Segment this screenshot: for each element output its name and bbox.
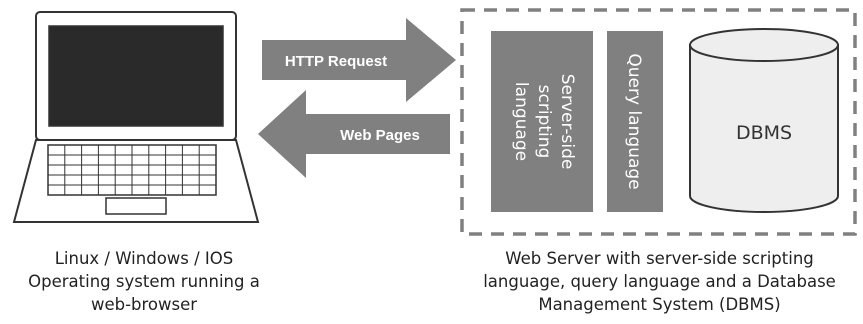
web-server-container <box>460 8 857 236</box>
http-request-label: HTTP Request <box>285 53 387 70</box>
query-language-block: Query language <box>607 31 663 212</box>
server-caption-line: Management System (DBMS) <box>538 295 781 314</box>
client-caption-line: web-browser <box>90 295 198 314</box>
scripting-label-line-1: Server-side <box>557 74 577 170</box>
client-caption: Linux / Windows / IOS Operating system r… <box>6 247 282 316</box>
laptop-screen <box>48 25 224 127</box>
http-request-arrow: HTTP Request <box>262 18 456 102</box>
laptop-keyboard <box>47 144 217 196</box>
dbms-label: DBMS <box>736 122 792 144</box>
server-caption-line: Web Server with server-side scripting <box>505 249 814 268</box>
scripting-language-block: Server-side scripting language <box>491 31 593 212</box>
client-caption-line: Operating system running a <box>28 272 260 291</box>
dbms-cylinder: DBMS <box>689 28 839 213</box>
laptop-touchpad <box>105 197 167 215</box>
client-caption-line: Linux / Windows / IOS <box>54 249 234 268</box>
scripting-label-line-2: scripting <box>534 85 554 159</box>
web-pages-label: Web Pages <box>340 127 420 144</box>
web-pages-arrow: Web Pages <box>258 90 450 178</box>
query-language-label: Query language <box>624 53 644 189</box>
server-caption: Web Server with server-side scripting la… <box>456 247 863 316</box>
server-caption-line: language, query language and a Database <box>483 272 836 291</box>
scripting-label-line-3: language <box>511 82 531 161</box>
laptop-icon <box>12 11 260 223</box>
